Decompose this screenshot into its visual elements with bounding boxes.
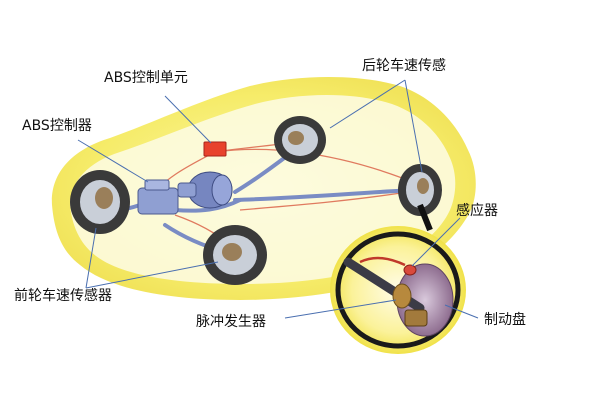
- sensor-head: [403, 264, 417, 276]
- pulse-ring: [392, 283, 412, 309]
- pointer-rear-sensor-left: [329, 79, 406, 129]
- label-pulse-generator: 脉冲发生器: [196, 314, 266, 330]
- abs-controller-block: [137, 187, 179, 215]
- brake-caliper: [222, 243, 242, 261]
- brake-caliper: [95, 187, 113, 209]
- master-cylinder: [177, 182, 197, 198]
- brake-booster-cap: [211, 174, 233, 206]
- brake-caliper: [288, 131, 304, 145]
- sensor-wire: [359, 256, 406, 267]
- wheel-rear-right: [398, 164, 442, 216]
- label-sensor: 感应器: [456, 203, 498, 219]
- callout-connector: [417, 203, 433, 232]
- pointer-rear-sensor-right: [404, 79, 423, 173]
- pointer-sensor: [411, 217, 461, 267]
- label-abs-controller: ABS控制器: [22, 118, 92, 134]
- pipe-center: [173, 198, 242, 213]
- callout-ring: [335, 231, 461, 349]
- pointer-front-sensor-left: [85, 227, 97, 289]
- label-brake-disc: 制动盘: [484, 312, 526, 328]
- pointer-abs-controller: [77, 139, 149, 183]
- pointer-lines: [77, 79, 479, 319]
- wheel-rear-left: [274, 116, 326, 164]
- pointer-brake-disc: [444, 304, 479, 319]
- callout-detail: [330, 226, 466, 354]
- label-abs-control-unit: ABS控制单元: [104, 70, 188, 86]
- abs-control-unit-box: [203, 141, 227, 157]
- wheel-front-left: [70, 170, 130, 234]
- abs-controller-assembly: [137, 141, 233, 215]
- label-front-wheel-speed-sensor: 前轮车速传感器: [14, 288, 112, 304]
- brake-caliper: [417, 178, 429, 194]
- wheel-front-right: [203, 225, 267, 285]
- pointer-front-sensor-right: [85, 261, 219, 289]
- pointer-abs-control-unit: [164, 95, 212, 144]
- caliper-block: [404, 309, 428, 327]
- abs-controller-top: [144, 179, 170, 191]
- car-body: [70, 95, 456, 284]
- label-rear-wheel-speed-sensor: 后轮车速传感: [362, 58, 446, 74]
- pointer-pulse-generator: [284, 299, 397, 319]
- pipe-to-rear-right: [233, 188, 417, 202]
